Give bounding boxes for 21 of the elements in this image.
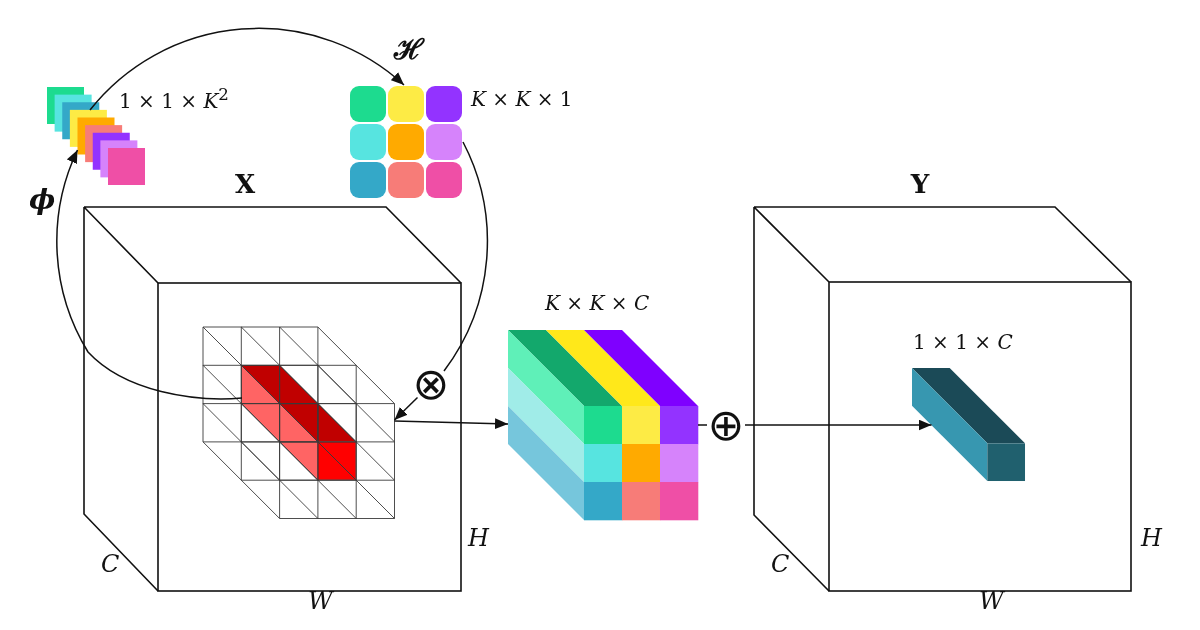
multiply-symbol: ⊗: [412, 365, 450, 403]
arrow: [393, 396, 419, 421]
dimension-label: 1 × 1 × C: [913, 331, 1013, 354]
dimension-label: 1 × 1 × K$^{2}$: [119, 85, 229, 113]
dimension-label: C: [771, 551, 790, 579]
connector-line: [697, 424, 708, 426]
dimension-label: K × K × C: [545, 292, 650, 315]
arrow: [56, 149, 243, 400]
dimension-label: H: [1141, 525, 1162, 553]
connector-line: [443, 141, 489, 372]
arrow: [744, 419, 933, 431]
dimension-label: K × K × 1: [471, 88, 573, 111]
add-symbol: ⊕: [707, 406, 745, 444]
dimension-label: H: [468, 525, 489, 553]
dimension-label: W: [308, 588, 333, 616]
heading: X: [234, 170, 256, 200]
arrow: [393, 418, 509, 430]
dimension-label: W: [979, 588, 1004, 616]
heading: Y: [910, 170, 930, 200]
dimension-label: C: [101, 551, 120, 579]
arrow: [89, 27, 405, 111]
